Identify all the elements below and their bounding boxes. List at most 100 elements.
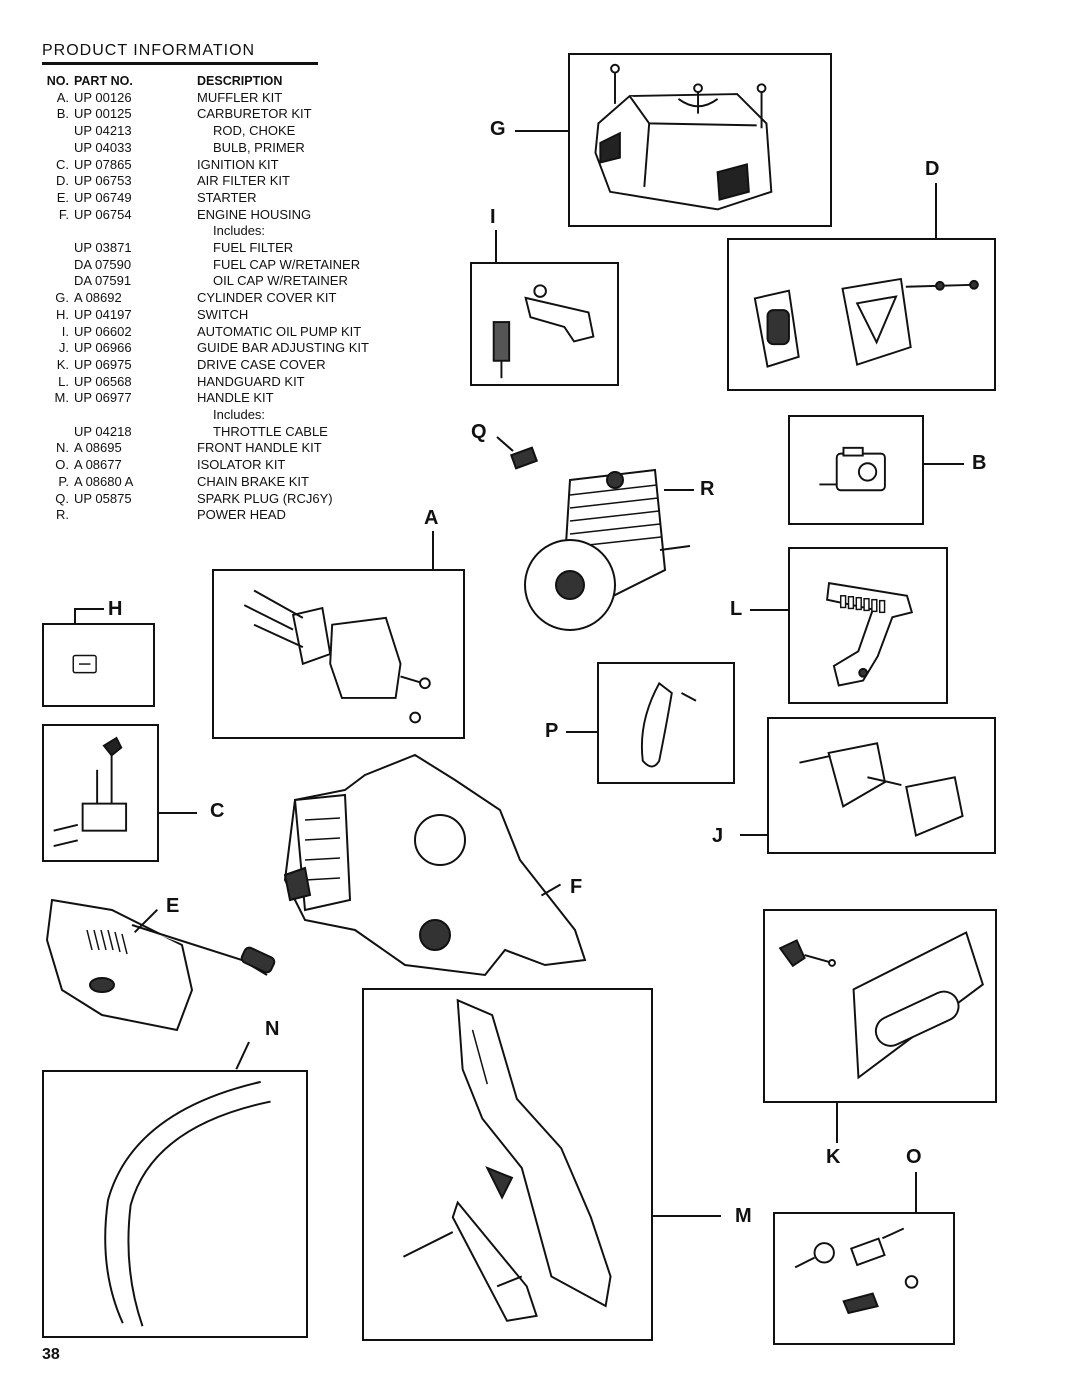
- handguard-illustration: [825, 581, 914, 687]
- cell-part-no: UP 06749: [74, 189, 132, 205]
- cell-part-no: UP 04218: [74, 423, 132, 439]
- cell-description: FRONT HANDLE KIT: [197, 440, 322, 456]
- front-handle-illustration: [104, 1080, 271, 1327]
- cell-description: DRIVE CASE COVER: [197, 356, 326, 372]
- cell-description: AUTOMATIC OIL PUMP KIT: [197, 323, 362, 339]
- cell-no: [42, 123, 74, 140]
- table-row: Includes:: [42, 223, 369, 240]
- page-title: PRODUCT INFORMATION: [42, 42, 256, 59]
- cell-no: Q.: [55, 490, 69, 506]
- callout-label-n: N: [265, 1018, 280, 1040]
- callout-label-i: I: [490, 206, 496, 228]
- diagram-box-l: [788, 547, 948, 704]
- muffler-illustration: [243, 589, 431, 724]
- cell-no: C.: [56, 156, 69, 172]
- cell-description: GUIDE BAR ADJUSTING KIT: [197, 340, 369, 356]
- cell-no: R.: [56, 507, 69, 523]
- cell-part-no: [74, 223, 197, 240]
- cell-description: FUEL CAP W/RETAINER: [213, 256, 361, 272]
- diagram-box-m: [362, 988, 653, 1341]
- callout-label-c: C: [210, 800, 225, 822]
- table-row: R. POWER HEAD: [42, 507, 369, 524]
- air-filter-illustration: [753, 277, 979, 368]
- callout-label-k: K: [826, 1146, 841, 1168]
- oil-pump-illustration: [492, 284, 595, 379]
- cell-description: FUEL FILTER: [213, 240, 294, 256]
- cell-no: L.: [58, 373, 69, 389]
- column-header-no: NO.: [46, 74, 69, 88]
- leader-line-l: [750, 609, 788, 611]
- leader-line-r: [664, 489, 694, 491]
- guide-bar-adjusting-illustration: [799, 742, 964, 837]
- cell-description: MUFFLER KIT: [197, 89, 283, 105]
- cell-description: ROD, CHOKE: [213, 123, 296, 139]
- cell-description: POWER HEAD: [197, 507, 286, 523]
- diagram-box-a: [212, 569, 465, 739]
- diagram-box-o: [773, 1212, 955, 1345]
- handle-illustration: [403, 998, 612, 1322]
- cell-no: [42, 140, 74, 157]
- page-number: 38: [42, 1346, 60, 1363]
- switch-illustration: [72, 654, 97, 674]
- cell-no: N.: [56, 440, 69, 456]
- callout-label-h: H: [108, 598, 123, 620]
- diagram-box-i: [470, 262, 619, 386]
- power-head-illustration: [515, 460, 695, 660]
- callout-label-p: P: [545, 720, 559, 742]
- cell-part-no: A 08692: [74, 290, 122, 306]
- cell-no: P.: [58, 473, 69, 489]
- table-row: Includes:: [42, 407, 369, 424]
- diagram-box-j: [767, 717, 996, 854]
- cell-description: CYLINDER COVER KIT: [197, 290, 337, 306]
- diagram-box-d: [727, 238, 996, 391]
- carburetor-illustration: [819, 446, 886, 492]
- cell-description: SWITCH: [197, 306, 249, 322]
- callout-label-j: J: [712, 825, 724, 847]
- cell-part-no: UP 04197: [74, 306, 132, 322]
- diagram-box-c: [42, 724, 159, 862]
- cell-description: Includes:: [213, 407, 266, 423]
- leader-line-h-horizontal: [74, 608, 104, 610]
- callout-label-f: F: [570, 876, 583, 898]
- cell-part-no: DA 07591: [74, 273, 132, 289]
- cell-part-no: UP 06568: [74, 373, 132, 389]
- callout-label-g: G: [490, 118, 506, 140]
- callout-label-r: R: [700, 478, 715, 500]
- leader-line-i: [495, 230, 497, 262]
- cell-description: AIR FILTER KIT: [197, 173, 290, 189]
- table-row: A. UP 00126 MUFFLER KIT: [42, 90, 369, 107]
- spark-plug-illustration: [495, 435, 545, 475]
- cell-no: F.: [58, 206, 69, 222]
- cell-description: STARTER: [197, 189, 257, 205]
- chain-brake-illustration: [640, 681, 697, 768]
- cell-part-no: UP 00126: [74, 89, 132, 105]
- diagram-box-b: [788, 415, 924, 525]
- cell-description: THROTTLE CABLE: [213, 423, 328, 439]
- isolator-illustration: [794, 1227, 919, 1315]
- cell-part-no: UP 05875: [74, 490, 132, 506]
- diagram-box-n: [42, 1070, 308, 1338]
- leader-line-n: [235, 1041, 250, 1070]
- cell-description: BULB, PRIMER: [213, 139, 305, 155]
- callout-label-e: E: [166, 895, 180, 917]
- diagram-box-h: [42, 623, 155, 707]
- diagram-box-p: [597, 662, 735, 784]
- cell-no: I.: [61, 323, 69, 339]
- cell-no: A.: [56, 89, 69, 105]
- title-underline: [42, 62, 318, 65]
- cell-part-no: UP 06602: [74, 323, 132, 339]
- callout-label-b: B: [972, 452, 987, 474]
- callout-label-m: M: [735, 1205, 752, 1227]
